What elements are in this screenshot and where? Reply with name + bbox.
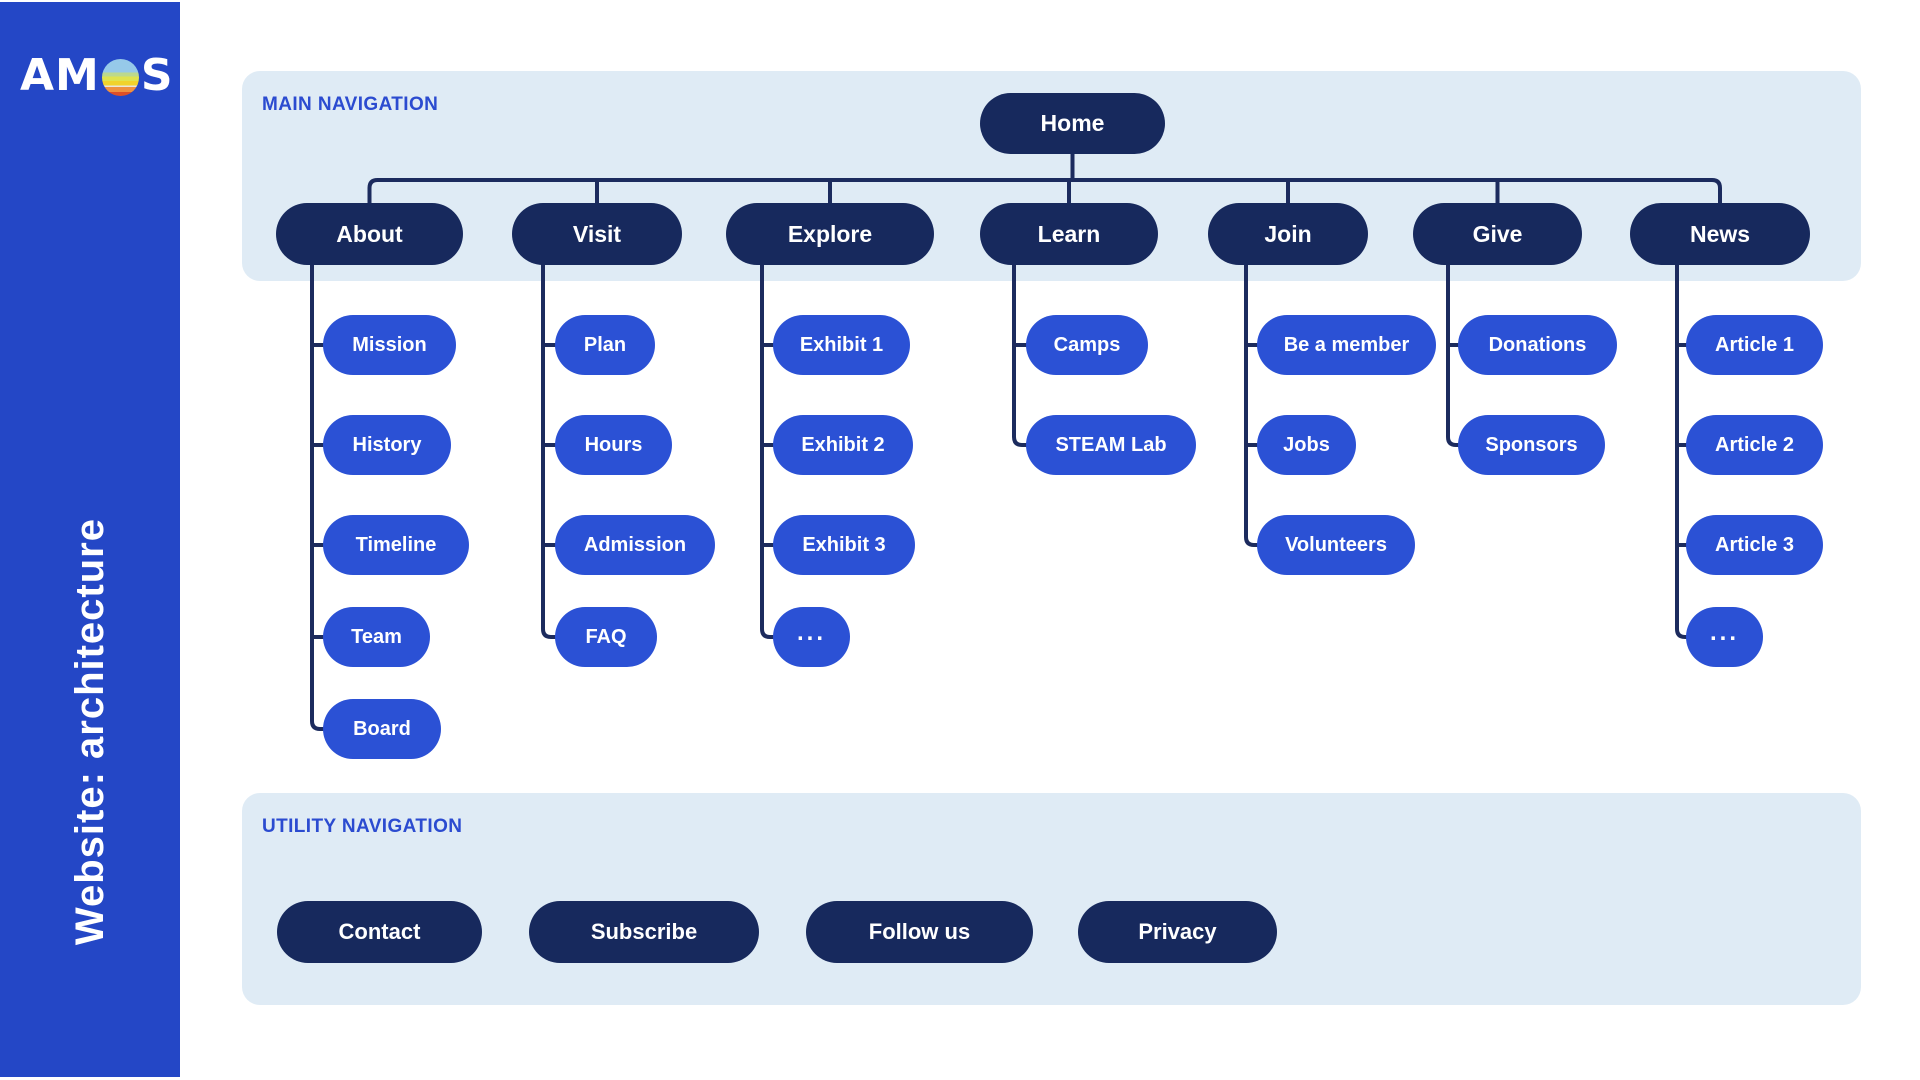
logo-text-left: AM xyxy=(20,50,100,101)
node-learn-camps[interactable]: Camps xyxy=(1026,315,1148,375)
node-give-donations[interactable]: Donations xyxy=(1458,315,1617,375)
node-news-article-2[interactable]: Article 2 xyxy=(1686,415,1823,475)
node-about-team[interactable]: Team xyxy=(323,607,430,667)
utility-navigation-heading: UTILITY NAVIGATION xyxy=(262,816,463,837)
node-about-history[interactable]: History xyxy=(323,415,451,475)
amos-logo: AM S xyxy=(20,50,174,101)
utility-navigation-panel: UTILITY NAVIGATION xyxy=(242,793,1861,1005)
node-news[interactable]: News xyxy=(1630,203,1810,265)
node-give-sponsors[interactable]: Sponsors xyxy=(1458,415,1605,475)
utility-button-privacy[interactable]: Privacy xyxy=(1078,901,1277,963)
node-learn-steam-lab[interactable]: STEAM Lab xyxy=(1026,415,1196,475)
node-visit-admission[interactable]: Admission xyxy=(555,515,715,575)
node-news-article-3[interactable]: Article 3 xyxy=(1686,515,1823,575)
sidebar-title-wrap: Website: architecture xyxy=(0,432,180,1032)
node-visit[interactable]: Visit xyxy=(512,203,682,265)
node-about[interactable]: About xyxy=(276,203,463,265)
node-home[interactable]: Home xyxy=(980,93,1165,154)
node-join[interactable]: Join xyxy=(1208,203,1368,265)
node-explore[interactable]: Explore xyxy=(726,203,934,265)
node-news-more[interactable]: ... xyxy=(1686,607,1763,667)
sidebar-title: Website: architecture xyxy=(67,518,112,946)
utility-button-subscribe[interactable]: Subscribe xyxy=(529,901,759,963)
node-visit-hours[interactable]: Hours xyxy=(555,415,672,475)
node-give[interactable]: Give xyxy=(1413,203,1582,265)
node-join-be-a-member[interactable]: Be a member xyxy=(1257,315,1436,375)
node-explore-exhibit-1[interactable]: Exhibit 1 xyxy=(773,315,910,375)
node-news-article-1[interactable]: Article 1 xyxy=(1686,315,1823,375)
node-about-timeline[interactable]: Timeline xyxy=(323,515,469,575)
node-about-mission[interactable]: Mission xyxy=(323,315,456,375)
node-about-board[interactable]: Board xyxy=(323,699,441,759)
node-join-volunteers[interactable]: Volunteers xyxy=(1257,515,1415,575)
node-visit-plan[interactable]: Plan xyxy=(555,315,655,375)
main-navigation-heading: MAIN NAVIGATION xyxy=(262,94,439,115)
utility-button-follow-us[interactable]: Follow us xyxy=(806,901,1033,963)
amos-globe-icon xyxy=(101,58,139,96)
node-explore-more[interactable]: ... xyxy=(773,607,850,667)
node-visit-faq[interactable]: FAQ xyxy=(555,607,657,667)
utility-button-contact[interactable]: Contact xyxy=(277,901,482,963)
logo-text-right: S xyxy=(140,50,174,101)
node-join-jobs[interactable]: Jobs xyxy=(1257,415,1356,475)
sidebar: AM S Website: architecture xyxy=(0,2,180,1077)
node-explore-exhibit-2[interactable]: Exhibit 2 xyxy=(773,415,913,475)
node-explore-exhibit-3[interactable]: Exhibit 3 xyxy=(773,515,915,575)
node-learn[interactable]: Learn xyxy=(980,203,1158,265)
